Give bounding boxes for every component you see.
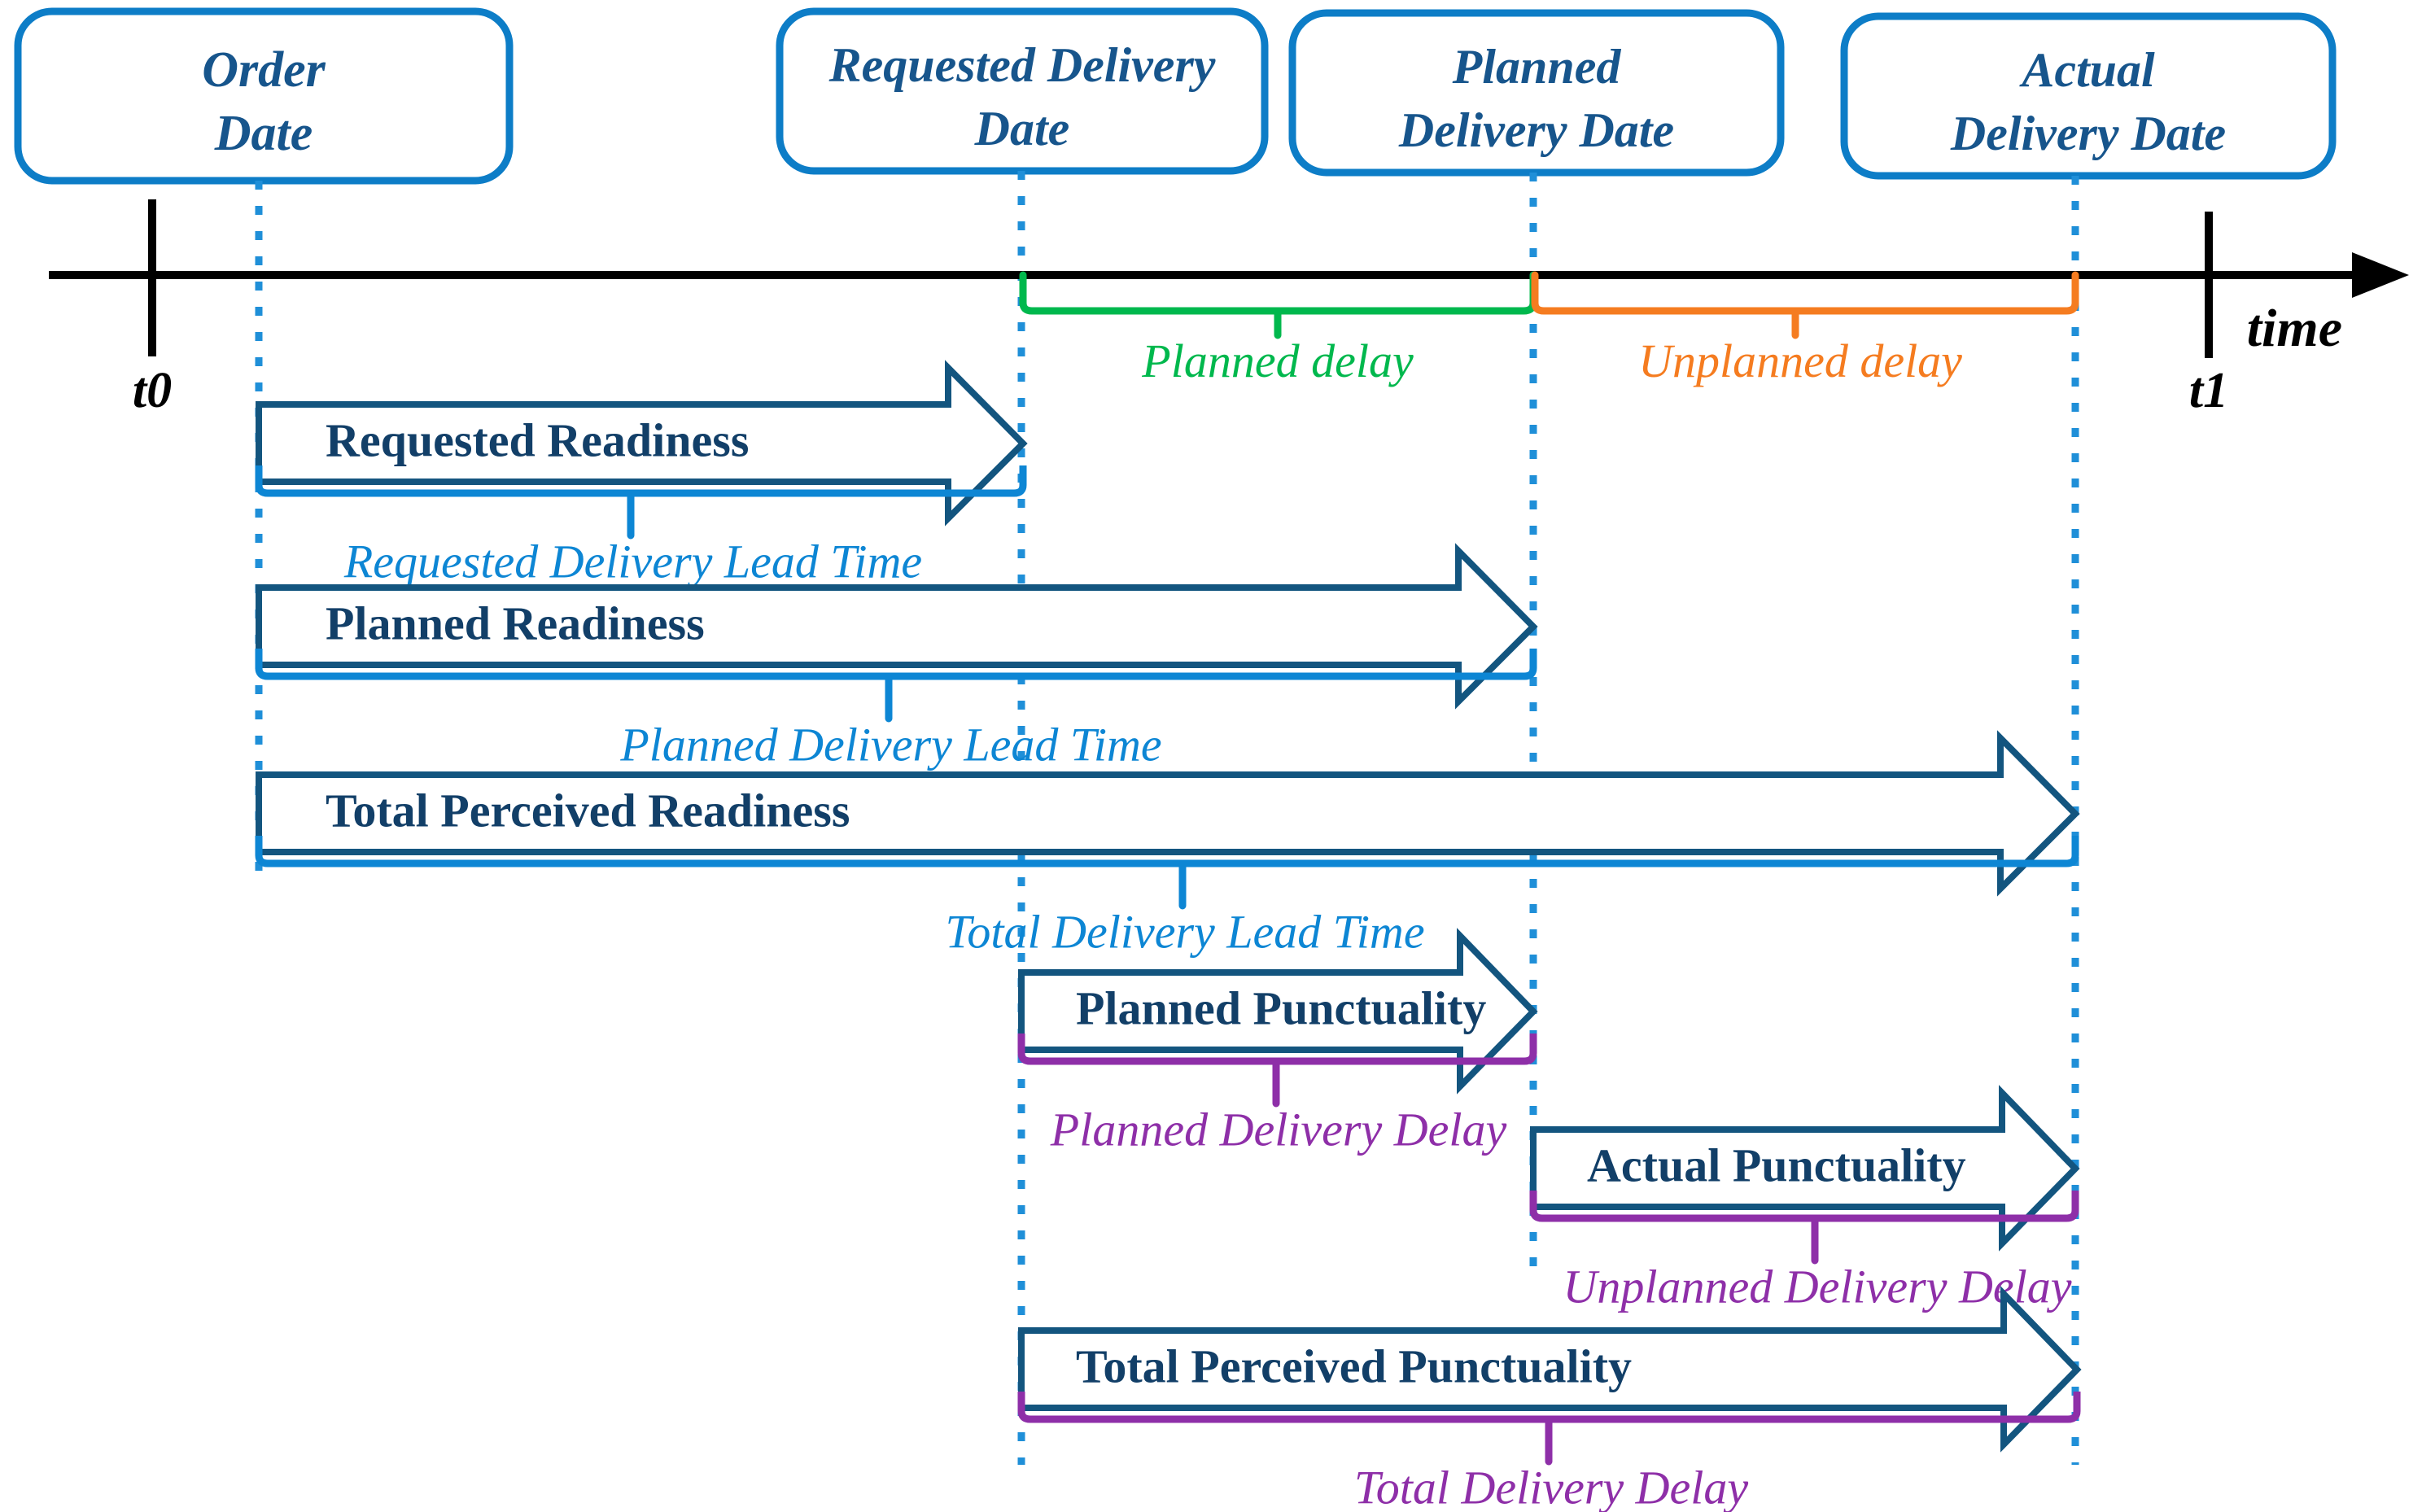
total-perceived-punctuality-brace — [1017, 1392, 2081, 1466]
milestone-boxes: Order Date Requested Delivery Date Plann… — [14, 7, 2337, 185]
planned-readiness-arrow — [256, 543, 1538, 710]
time-axis: t0 t1 time — [49, 199, 2409, 418]
total-perceived-readiness-bar-label: Total Perceived Readiness — [326, 784, 850, 837]
total-perceived-punctuality-arrow — [1018, 1286, 2082, 1453]
milestone-label-line1: Actual — [2018, 43, 2155, 97]
milestone-actual-delivery-date[interactable]: Actual Delivery Date — [1840, 12, 2337, 180]
milestone-box — [1840, 12, 2337, 180]
milestone-label-line2: Date — [214, 106, 313, 161]
milestone-order-date[interactable]: Order Date — [14, 7, 514, 185]
total-perceived-punctuality-bar-label: Total Perceived Punctuality — [1076, 1339, 1632, 1392]
planned-punctuality-bar-label: Planned Punctuality — [1076, 981, 1486, 1034]
milestone-label-line2: Delivery Date — [1950, 107, 2226, 160]
total-perceived-readiness-arrow — [256, 730, 2080, 897]
measure-actual-punctuality[interactable]: Actual Punctuality Unplanned Delivery De… — [1529, 1085, 2080, 1313]
measure-planned-punctuality[interactable]: Planned Punctuality Planned Delivery Del… — [1017, 928, 1538, 1156]
total-delivery-lead-time-label: Total Delivery Lead Time — [945, 906, 1424, 959]
axis-title-time: time — [2247, 299, 2342, 358]
milestone-box — [14, 7, 514, 185]
milestone-label-line1: Planned — [1452, 40, 1622, 94]
unplanned-delivery-delay-label: Unplanned Delivery Delay — [1563, 1261, 2072, 1313]
planned-delay-brace — [1019, 271, 1537, 339]
axis-tick-label-t1: t1 — [2189, 363, 2228, 418]
unplanned-delay-brace — [1531, 271, 2079, 339]
planned-readiness-brace — [255, 649, 1537, 723]
actual-punctuality-arrow — [1530, 1085, 2080, 1252]
planned-delay-label: Planned delay — [1141, 334, 1414, 387]
measure-planned-readiness[interactable]: Planned Readiness Planned Delivery Lead … — [255, 543, 1538, 771]
planned-punctuality-brace — [1017, 1033, 1537, 1108]
actual-punctuality-bar-label: Actual Punctuality — [1587, 1138, 1966, 1191]
requested-readiness-arrow — [256, 360, 1028, 527]
planned-readiness-bar-label: Planned Readiness — [326, 596, 705, 649]
requested-readiness-bar-label: Requested Readiness — [326, 413, 749, 466]
measure-total-perceived-readiness[interactable]: Total Perceived Readiness Total Delivery… — [255, 730, 2080, 959]
planned-delivery-lead-time-label: Planned Delivery Lead Time — [619, 719, 1161, 771]
axis-delay-planned: Planned delay — [1019, 271, 1537, 387]
milestone-requested-delivery-date[interactable]: Requested Delivery Date — [776, 7, 1269, 175]
measure-requested-readiness[interactable]: Requested Readiness Requested Delivery L… — [255, 360, 1028, 588]
milestone-guide-lines — [255, 171, 2079, 1465]
requested-readiness-brace — [255, 465, 1027, 540]
milestone-label-line2: Delivery Date — [1398, 103, 1674, 157]
actual-punctuality-brace — [1529, 1191, 2079, 1265]
planned-punctuality-arrow — [1018, 928, 1538, 1095]
axis-delay-unplanned: Unplanned delay — [1531, 271, 2079, 387]
milestone-planned-delivery-date[interactable]: Planned Delivery Date — [1288, 9, 1785, 177]
total-perceived-readiness-brace — [255, 836, 2079, 910]
milestone-label-line1: Order — [202, 42, 326, 98]
axis-arrowhead-icon — [2352, 252, 2409, 298]
measure-total-perceived-punctuality[interactable]: Total Perceived Punctuality Total Delive… — [1017, 1286, 2082, 1512]
unplanned-delay-label: Unplanned delay — [1638, 334, 1962, 387]
planned-delivery-delay-label: Planned Delivery Delay — [1050, 1103, 1507, 1156]
total-delivery-delay-label: Total Delivery Delay — [1354, 1462, 1749, 1512]
milestone-label-line1: Requested Delivery — [828, 38, 1216, 92]
milestone-label-line2: Date — [974, 102, 1070, 155]
axis-tick-label-t0: t0 — [133, 363, 172, 418]
requested-delivery-lead-time-label: Requested Delivery Lead Time — [343, 535, 922, 588]
